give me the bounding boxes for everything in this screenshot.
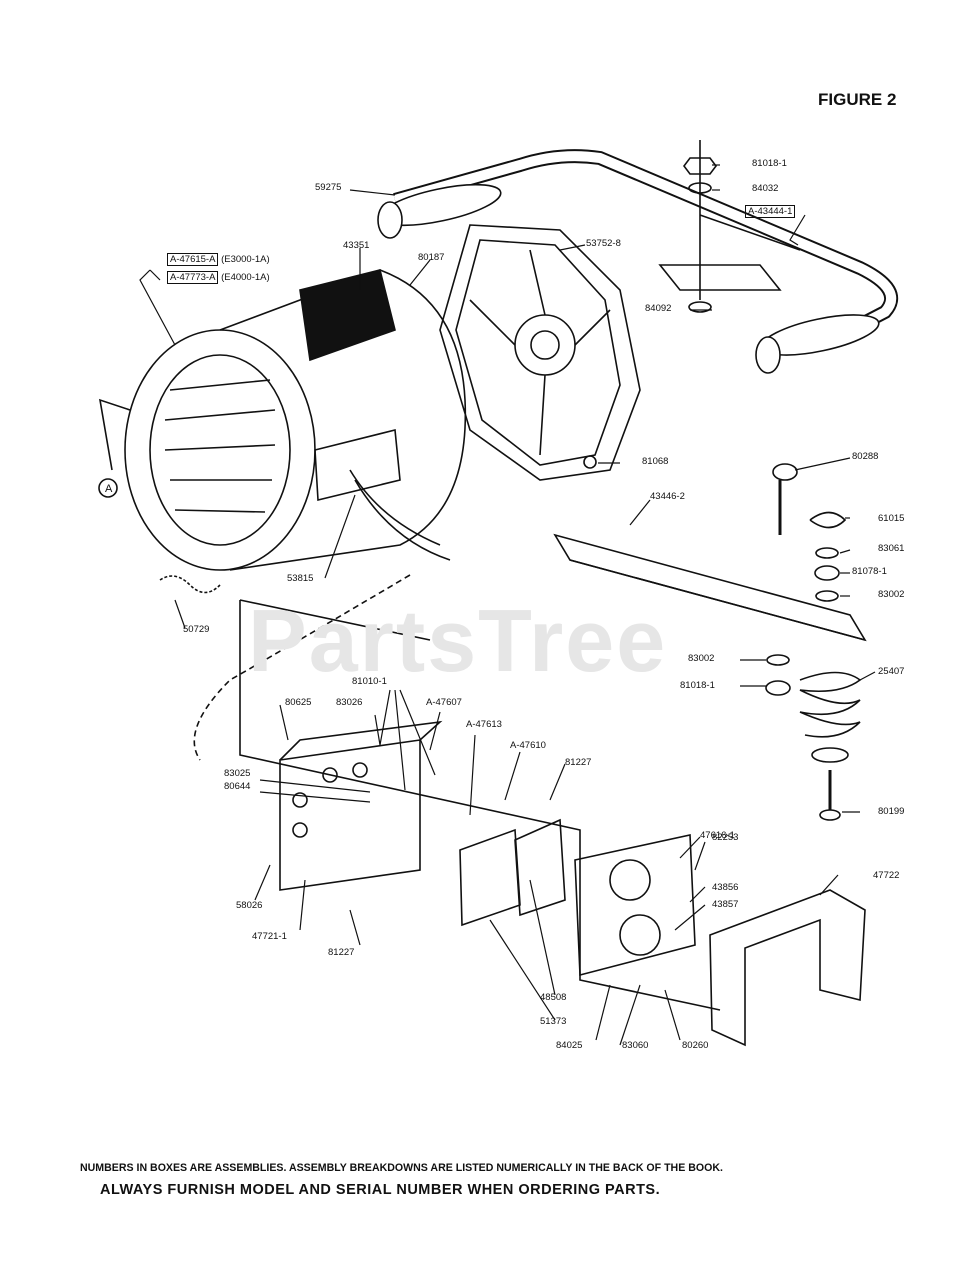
cover <box>709 889 866 1047</box>
callout-43856: 43856 <box>712 882 739 893</box>
callout-a-47607: A-47607 <box>426 697 462 708</box>
callout-48508: 48508 <box>540 992 567 1003</box>
assembly-part-number: A-47773-A <box>167 271 219 284</box>
leader-lines <box>139 164 876 1046</box>
callout-80199: 80199 <box>878 806 905 817</box>
callout-43351: 43351 <box>343 240 370 251</box>
callout-a-47613: A-47613 <box>466 719 502 730</box>
callout-47721-1: 47721-1 <box>252 931 287 942</box>
callout-82253: 82253 <box>712 832 739 843</box>
mount-hardware <box>765 463 862 821</box>
control-box <box>239 599 721 1011</box>
callout-80644: 80644 <box>224 781 251 792</box>
wire-loop <box>193 574 411 761</box>
callout-80288: 80288 <box>852 451 879 462</box>
assembly-label-e4000: A-47773-A (E4000-1A) <box>167 271 270 284</box>
callout-81078-1: 81078-1 <box>852 566 887 577</box>
callout-83061: 83061 <box>878 543 905 554</box>
callout-43446-2: 43446-2 <box>650 491 685 502</box>
callout-83002-left: 83002 <box>688 653 715 664</box>
callout-81227-bottom: 81227 <box>328 947 355 958</box>
assembly-part-number: A-47615-A <box>167 253 219 266</box>
assembly-label-handle: A-43444-1 <box>745 205 796 218</box>
callout-83025: 83025 <box>224 768 251 779</box>
assembly-label-e3000: A-47615-A (E3000-1A) <box>167 253 270 266</box>
callout-53815: 53815 <box>287 573 314 584</box>
callout-a-circle: A <box>105 483 113 495</box>
callout-81018-1-top: 81018-1 <box>752 158 787 169</box>
chain <box>159 575 221 594</box>
ordering-note: ALWAYS FURNISH MODEL AND SERIAL NUMBER W… <box>100 1182 661 1198</box>
callout-83002-right: 83002 <box>878 589 905 600</box>
callout-47722: 47722 <box>873 870 900 881</box>
callout-80625: 80625 <box>285 697 312 708</box>
assembly-note: NUMBERS IN BOXES ARE ASSEMBLIES. ASSEMBL… <box>80 1162 723 1174</box>
callout-81018-1-bottom: 81018-1 <box>680 680 715 691</box>
receptacle-plate <box>459 818 696 977</box>
assembly-part-number: A-43444-1 <box>745 205 796 218</box>
callout-47616-1: 47616-1 <box>700 830 735 841</box>
assembly-model: (E4000-1A) <box>221 272 270 283</box>
callout-59275: 59275 <box>315 182 342 193</box>
callout-84032: 84032 <box>752 183 779 194</box>
callout-83060: 83060 <box>622 1040 649 1051</box>
callout-51373: 51373 <box>540 1016 567 1027</box>
callout-81227-top: 81227 <box>565 757 592 768</box>
stator <box>98 269 467 571</box>
callout-81010-1: 81010-1 <box>352 676 387 687</box>
callout-43857: 43857 <box>712 899 739 910</box>
callout-61015: 61015 <box>878 513 905 524</box>
callout-58026: 58026 <box>236 900 263 911</box>
callout-50729: 50729 <box>183 624 210 635</box>
watermark: PartsTree <box>248 591 668 690</box>
callout-53752-8: 53752-8 <box>586 238 621 249</box>
mount-bar <box>553 533 867 642</box>
callout-84025: 84025 <box>556 1040 583 1051</box>
callout-80260: 80260 <box>682 1040 709 1051</box>
figure-title: FIGURE 2 <box>818 90 897 109</box>
callout-83026: 83026 <box>336 697 363 708</box>
handle-assembly <box>377 140 899 374</box>
callout-80187: 80187 <box>418 252 445 263</box>
callout-25407: 25407 <box>878 666 905 677</box>
callout-a-47610: A-47610 <box>510 740 546 751</box>
end-bell <box>439 224 641 481</box>
callout-84092: 84092 <box>645 303 672 314</box>
assembly-model: (E3000-1A) <box>221 254 270 265</box>
callout-81068: 81068 <box>642 456 669 467</box>
